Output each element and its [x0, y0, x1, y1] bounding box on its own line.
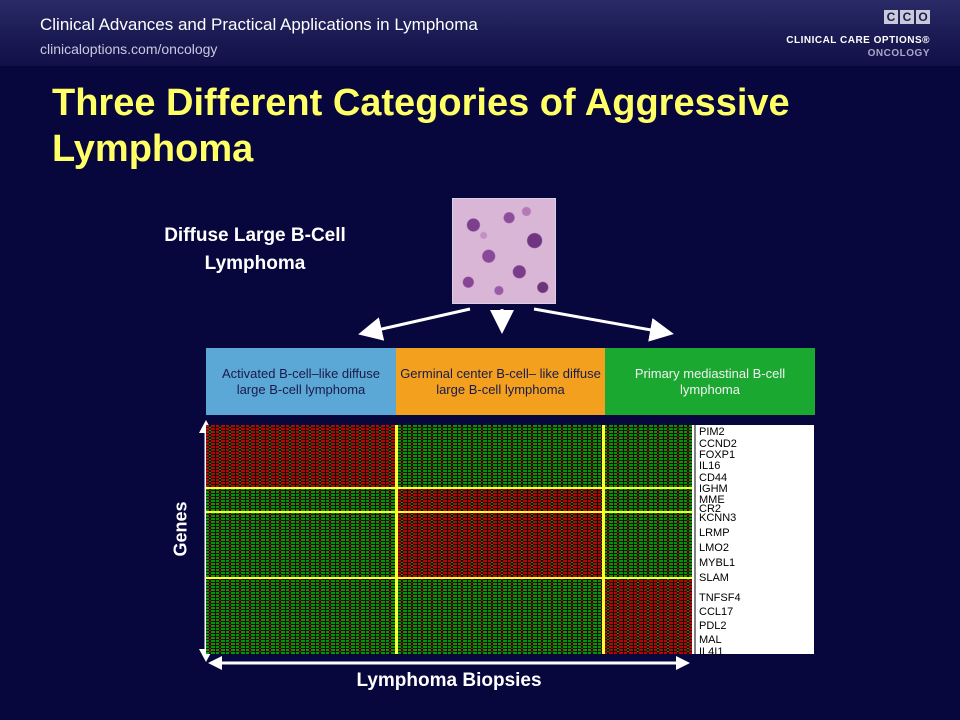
gene-label: IGHM [699, 483, 728, 495]
gene-label: IL16 [699, 460, 721, 472]
gene-label: MAL [699, 634, 722, 646]
heatmap-block [398, 579, 604, 654]
biopsies-axis-label: Lymphoma Biopsies [356, 670, 542, 691]
gene-label: MYBL1 [699, 557, 736, 569]
slide-header: Clinical Advances and Practical Applicat… [0, 0, 960, 66]
biopsies-axis-arrowhead-left [208, 656, 222, 670]
gene-label: FOXP1 [699, 449, 736, 461]
heatmap-block [206, 489, 395, 577]
heatmap-separator [602, 425, 605, 654]
gene-label: KCNN3 [699, 512, 737, 524]
category-pmbl: Primary mediastinal B-cell lymphoma [605, 348, 815, 415]
gene-label: TNFSF4 [699, 592, 741, 604]
logo-brand-text: CLINICAL CARE OPTIONS® [786, 35, 930, 46]
micrograph-image [452, 198, 556, 304]
heatmap-block [206, 425, 395, 487]
logo-section-text: ONCOLOGY [867, 48, 930, 59]
logo-letter: O [916, 10, 930, 24]
heatmap-block [206, 579, 395, 654]
gene-label: CD44 [699, 472, 728, 484]
gene-label: CR2 [699, 503, 722, 515]
course-title: Clinical Advances and Practical Applicat… [40, 15, 478, 34]
gene-label: PIM2 [699, 426, 725, 438]
gene-label: PDL2 [699, 620, 727, 632]
arrow-left [358, 307, 471, 341]
gene-label: IL4I1 [699, 646, 724, 658]
gene-bracket [694, 425, 696, 654]
gene-label: CCL17 [699, 606, 734, 618]
clinical-care-options-logo: C C O CLINICAL CARE OPTIONS® ONCOLOGY [780, 10, 930, 60]
gene-label: CCND2 [699, 438, 737, 450]
gene-label: SLAM [699, 572, 729, 584]
heatmap-block [604, 489, 692, 577]
heatmap-block [604, 579, 692, 654]
gene-expression-heatmap [206, 425, 692, 654]
heatmap-block [398, 489, 604, 577]
heatmap-separator [395, 425, 398, 654]
heatmap-block [604, 425, 692, 487]
gene-label: MME [699, 494, 725, 506]
genes-axis-label: Genes [170, 501, 191, 557]
slide-title: Three Different Categories of Aggressive… [52, 82, 790, 170]
heatmap-block [398, 425, 604, 487]
heatmap-separator [206, 487, 692, 489]
gene-label: LMO2 [699, 542, 729, 554]
heatmap-separator [206, 577, 692, 579]
logo-letter: C [884, 10, 898, 24]
website-url: clinicaloptions.com/oncology [40, 41, 218, 57]
category-abc-dlbcl: Activated B-cell–like diffuse large B-ce… [206, 348, 396, 415]
gene-label: LRMP [699, 527, 730, 539]
heatmap-separator [206, 511, 692, 513]
category-gcb-dlbcl: Germinal center B-cell– like diffuse lar… [396, 348, 605, 415]
arrow-right [533, 307, 674, 342]
logo-letter: C [900, 10, 914, 24]
dlbcl-label: Diffuse Large B-Cell Lymphoma [164, 225, 346, 274]
biopsies-axis-arrowhead-right [676, 656, 690, 670]
